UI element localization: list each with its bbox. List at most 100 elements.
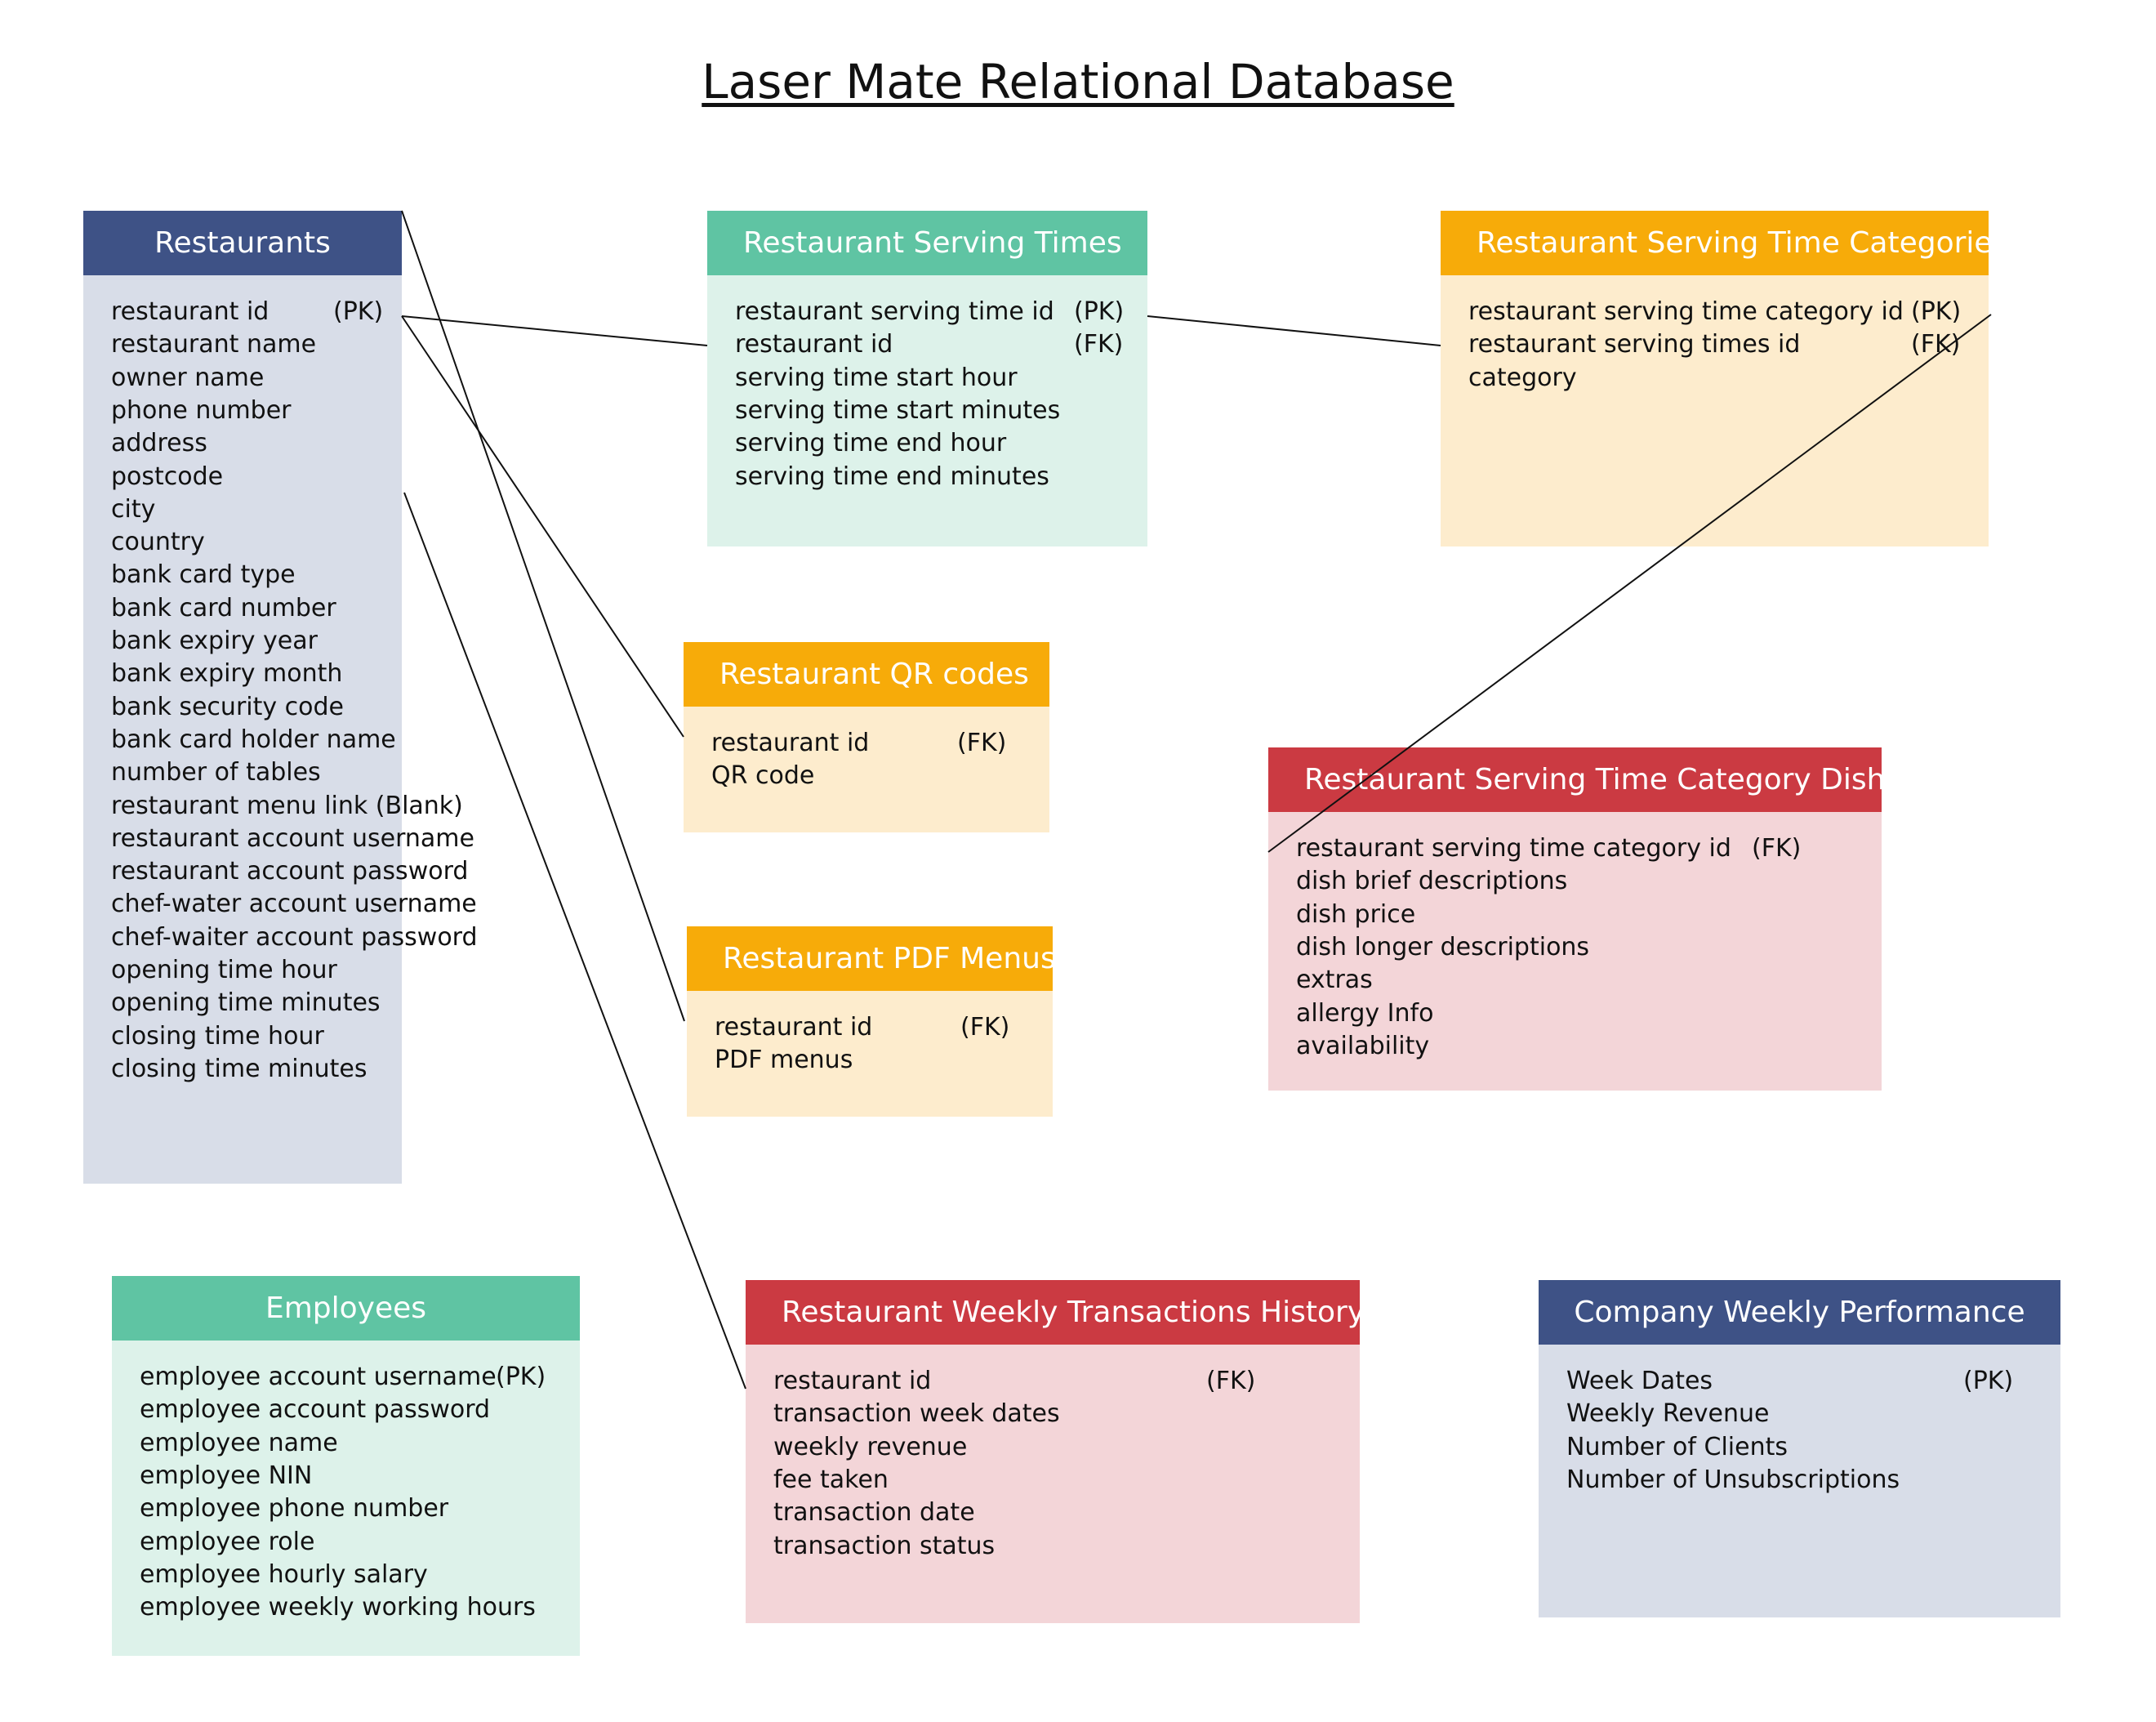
field-name: bank security code xyxy=(111,692,345,721)
serving-times-table[interactable]: Restaurant Serving Times restaurant servi… xyxy=(707,211,1147,546)
field-name: opening time hour xyxy=(111,956,337,984)
field-name: employee NIN xyxy=(140,1461,313,1490)
field-name: phone number xyxy=(111,395,292,425)
field-key: (FK) xyxy=(1752,834,1802,863)
field-name: fee taken xyxy=(773,1465,889,1494)
field-name: owner name xyxy=(111,363,265,392)
restaurants-table[interactable]: Restaurants restaurant id (PK) restaurant n… xyxy=(83,211,478,1184)
field-name: restaurant serving time category id xyxy=(1296,834,1731,863)
field-key: (PK) xyxy=(1963,1367,2014,1395)
field-name: restaurant id xyxy=(735,330,893,359)
pdf-menus-table[interactable]: Restaurant PDF Menus restaurant id (FK) PDF… xyxy=(687,926,1056,1117)
field-name: restaurant id xyxy=(773,1367,932,1395)
field-name: bank card number xyxy=(111,593,336,622)
field-name: bank card holder name xyxy=(111,725,396,754)
page-title: Laser Mate Relational Database xyxy=(702,54,1454,109)
field-name: serving time end minutes xyxy=(735,462,1049,491)
field-name: employee phone number xyxy=(140,1494,449,1523)
field-name: closing time hour xyxy=(111,1021,324,1051)
field-name: closing time minutes xyxy=(111,1054,368,1083)
rel-restaurants-serving-times xyxy=(401,315,708,346)
entity-header: Restaurant Serving Time Categories xyxy=(1441,211,2007,275)
field-name: serving time start hour xyxy=(735,363,1018,392)
entity-header: Restaurant PDF Menus xyxy=(687,926,1056,991)
field-key: (PK) xyxy=(496,1363,546,1391)
field-name: Number of Clients xyxy=(1566,1432,1788,1461)
field-name: restaurant name xyxy=(111,330,317,359)
entity-body: restaurant serving time category id(PK)r… xyxy=(1441,275,1989,546)
field-key: (FK) xyxy=(1911,330,1961,359)
field-name: transaction date xyxy=(773,1498,975,1528)
field-name: employee account username xyxy=(140,1363,497,1391)
field-name: allergy Info xyxy=(1296,998,1434,1028)
field-name: employee weekly working hours xyxy=(140,1593,536,1622)
field-name: city xyxy=(111,494,156,524)
field-name: chef-waiter account password xyxy=(111,922,478,952)
entity-body: restaurant id(FK)QR code xyxy=(684,707,1049,832)
field-name: serving time start minutes xyxy=(735,395,1061,425)
field-name: dish longer descriptions xyxy=(1296,932,1590,961)
field-name: restaurant serving time category id xyxy=(1468,297,1904,326)
rel-restaurants-qr-codes xyxy=(401,315,684,738)
field-name: extras xyxy=(1296,966,1373,995)
entity-header: Restaurant QR codes xyxy=(684,642,1049,707)
field-name: transaction status xyxy=(773,1531,996,1560)
field-name: Weekly Revenue xyxy=(1566,1399,1770,1429)
entity-body: restaurant id (PK) restaurant name owner na… xyxy=(83,275,478,1184)
field-name: restaurant id xyxy=(715,1013,873,1042)
entity-body: restaurant serving time category id (FK) d… xyxy=(1268,812,1882,1091)
field-key: (PK) xyxy=(1074,297,1125,326)
entity-body: restaurant id (FK) PDF menus xyxy=(687,991,1053,1117)
field-name: Week Dates xyxy=(1566,1367,1713,1395)
field-name: bank expiry month xyxy=(111,659,343,689)
field-name: postcode xyxy=(111,462,224,491)
field-name: dish price xyxy=(1296,899,1416,929)
field-name: number of tables xyxy=(111,758,321,787)
entity-header: Company Weekly Performance xyxy=(1539,1280,2060,1345)
field-name: restaurant id xyxy=(111,297,270,326)
field-name: restaurant account username xyxy=(111,823,474,853)
entity-body: restaurant id (FK) transaction week dates w… xyxy=(746,1345,1360,1623)
field-name: restaurant menu link (Blank) xyxy=(111,791,463,820)
field-name: restaurant account password xyxy=(111,857,469,886)
field-name: address xyxy=(111,429,207,458)
field-key: (FK) xyxy=(957,729,1007,757)
field-name: country xyxy=(111,528,205,557)
field-name: weekly revenue xyxy=(773,1432,968,1461)
field-name: employee name xyxy=(140,1428,338,1457)
field-name: transaction week dates xyxy=(773,1399,1060,1429)
field-name: serving time end hour xyxy=(735,429,1007,458)
field-key: (FK) xyxy=(1206,1367,1256,1395)
entity-header: Restaurant Weekly Transactions History xyxy=(746,1280,1365,1345)
field-key: (PK) xyxy=(333,297,384,326)
field-name: opening time minutes xyxy=(111,988,381,1018)
field-name: employee role xyxy=(140,1527,315,1556)
field-name: employee account password xyxy=(140,1395,491,1425)
field-name: employee hourly salary xyxy=(140,1559,428,1589)
field-name: bank expiry year xyxy=(111,627,318,655)
field-name: dish brief descriptions xyxy=(1296,867,1568,896)
rel-serving-times-categories xyxy=(1147,315,1441,346)
field-name: chef-water account username xyxy=(111,890,477,919)
entity-header: Employees xyxy=(112,1276,580,1341)
field-name: bank card type xyxy=(111,560,296,590)
entity-header: Restaurants xyxy=(83,211,402,275)
entity-body: employee account username(PK)employee ac… xyxy=(112,1341,580,1656)
field-name: availability xyxy=(1296,1031,1430,1060)
field-key: (PK) xyxy=(1911,297,1962,326)
field-name: category xyxy=(1468,363,1577,392)
field-name: PDF menus xyxy=(715,1046,853,1075)
entity-header: Restaurant Serving Time Category Dishes xyxy=(1268,747,1918,812)
field-key: (FK) xyxy=(960,1013,1010,1042)
field-name: restaurant id xyxy=(711,729,870,757)
entity-header: Restaurant Serving Times xyxy=(707,211,1147,275)
field-name: restaurant serving time id xyxy=(735,297,1054,326)
field-key: (FK) xyxy=(1074,330,1124,359)
